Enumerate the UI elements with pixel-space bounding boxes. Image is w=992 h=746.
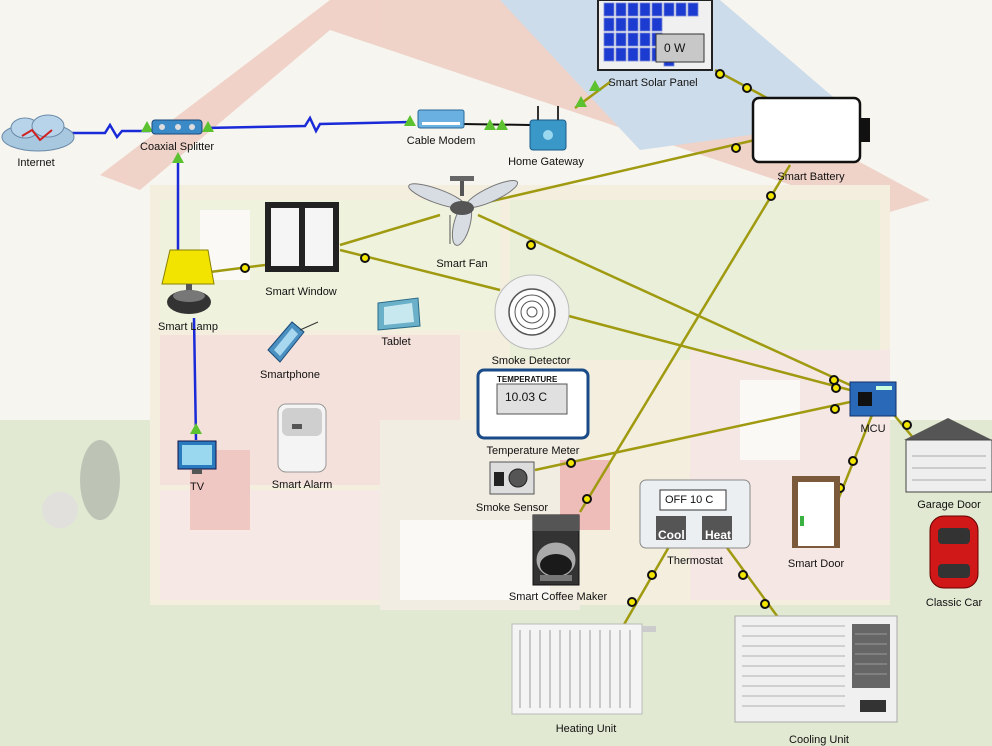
smoke-detector-icon[interactable]	[495, 275, 569, 349]
thermostat-icon[interactable]	[640, 480, 750, 548]
cooling-unit-icon[interactable]	[735, 616, 897, 722]
classic-car-label: Classic Car	[926, 597, 982, 609]
classic-car-icon[interactable]	[930, 516, 978, 588]
smart-alarm-label: Smart Alarm	[272, 479, 333, 491]
smart-lamp-icon[interactable]	[162, 250, 214, 314]
tablet-icon[interactable]	[378, 298, 420, 330]
coaxial-splitter-icon[interactable]	[152, 120, 202, 134]
cooling-unit-label: Cooling Unit	[789, 734, 849, 746]
smart-solar-panel-label: Smart Solar Panel	[608, 77, 697, 89]
smart-window-icon[interactable]	[265, 202, 339, 272]
thermostat-state-readout: OFF 10 C	[665, 494, 713, 506]
home-gateway-icon[interactable]	[530, 106, 566, 150]
tablet-label: Tablet	[381, 336, 410, 348]
temperature-meter-readout: 10.03 C	[505, 390, 547, 404]
smart-door-icon[interactable]	[792, 476, 840, 548]
home-gateway-label: Home Gateway	[508, 156, 584, 168]
smoke-detector-label: Smoke Detector	[492, 355, 571, 367]
smart-door-label: Smart Door	[788, 558, 844, 570]
temperature-meter-label: Temperature Meter	[487, 445, 580, 457]
smart-coffee-maker-label: Smart Coffee Maker	[509, 591, 607, 603]
smart-fan-label: Smart Fan	[436, 258, 487, 270]
smart-lamp-label: Smart Lamp	[158, 321, 218, 333]
cable-modem-label: Cable Modem	[407, 135, 475, 147]
smart-alarm-icon[interactable]	[278, 404, 326, 472]
heating-unit-label: Heating Unit	[556, 723, 617, 735]
thermostat-heat-button[interactable]: Heat	[705, 528, 731, 542]
smoke-sensor-label: Smoke Sensor	[476, 502, 548, 514]
cable-modem-icon[interactable]	[418, 110, 464, 128]
coaxial-splitter-label: Coaxial Splitter	[140, 141, 214, 153]
thermostat-label: Thermostat	[667, 555, 723, 567]
smart-window-label: Smart Window	[265, 286, 337, 298]
smart-battery-label: Smart Battery	[777, 171, 844, 183]
mcu-label: MCU	[860, 423, 885, 435]
smoke-sensor-icon[interactable]	[490, 462, 534, 494]
smartphone-label: Smartphone	[260, 369, 320, 381]
tv-label: TV	[190, 481, 204, 493]
solar-output-readout: 0 W	[664, 41, 685, 55]
heating-unit-icon[interactable]	[512, 624, 656, 714]
internet-label: Internet	[17, 157, 54, 169]
smart-battery-icon[interactable]	[753, 98, 870, 162]
garage-door-label: Garage Door	[917, 499, 981, 511]
tv-icon[interactable]	[178, 441, 216, 474]
internet-cloud-icon[interactable]	[2, 115, 74, 151]
temperature-meter-header: TEMPERATURE	[497, 375, 557, 384]
mcu-board-icon[interactable]	[850, 382, 896, 416]
smart-coffee-maker-icon[interactable]	[533, 515, 579, 585]
thermostat-cool-button[interactable]: Cool	[658, 528, 685, 542]
smart-solar-panel-icon[interactable]	[598, 0, 712, 70]
